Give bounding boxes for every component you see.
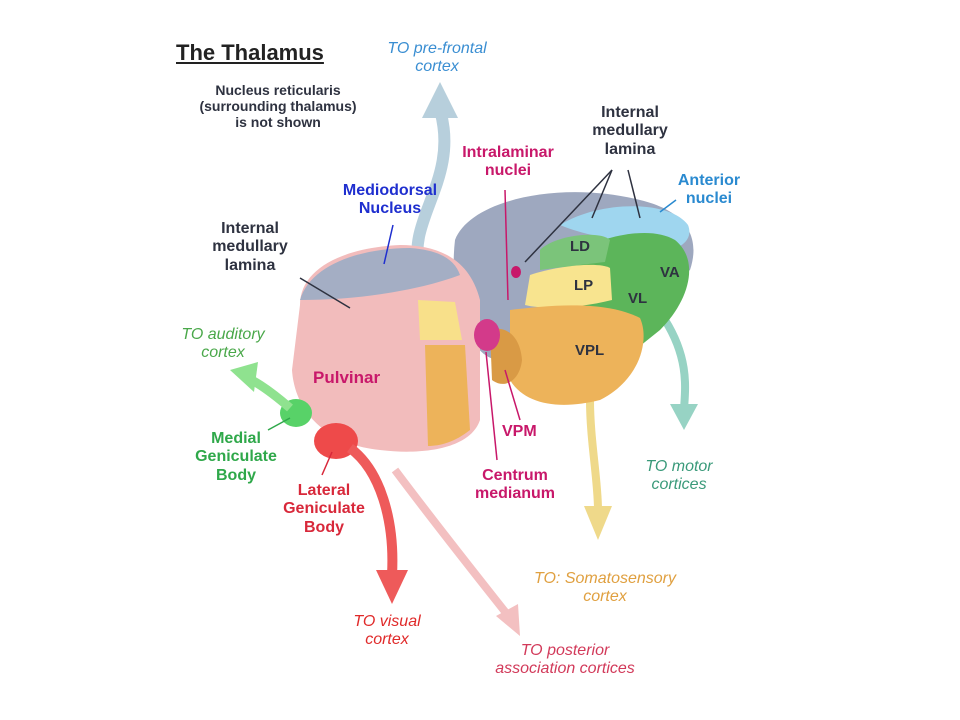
label-vpl: VPL — [575, 342, 605, 359]
lp-shape — [525, 264, 612, 308]
projection-posterior: TO posterior association cortices — [465, 642, 665, 679]
visual-arrow — [346, 443, 398, 576]
label-mediodorsal-line-1: Mediodorsal — [342, 182, 438, 199]
projection-motor: TO motor cortices — [624, 458, 734, 495]
label-medial-geniculate-line-3: Body — [216, 466, 256, 484]
note-block: Nucleus reticularis (surrounding thalamu… — [178, 82, 378, 130]
projection-auditory: TO auditory cortex — [168, 326, 278, 363]
projection-prefrontal-line-1: TO pre-frontal — [387, 40, 487, 57]
label-internal-lamina-right-line-1: Internal — [601, 104, 659, 121]
projection-prefrontal-line-2: cortex — [415, 58, 459, 76]
label-medial-geniculate: Medial Geniculate Body — [176, 430, 296, 485]
label-lateral-geniculate: Lateral Geniculate Body — [264, 482, 384, 537]
label-internal-lamina-right: Internal medullary lamina — [580, 104, 680, 159]
somatosensory-arrowhead — [584, 506, 612, 540]
projection-prefrontal: TO pre-frontal cortex — [362, 40, 512, 77]
visual-arrowhead — [376, 570, 408, 604]
label-ld: LD — [570, 238, 590, 255]
projection-motor-line-1: TO motor — [645, 458, 713, 475]
label-anterior-line-1: Anterior — [677, 172, 741, 189]
label-internal-lamina-right-line-3: lamina — [604, 140, 656, 158]
projection-somatosensory-line-2: cortex — [583, 588, 627, 606]
label-internal-lamina-left-line-3: lamina — [224, 256, 276, 274]
leader-internal-left — [299, 277, 351, 309]
leader-mediodorsal — [383, 224, 394, 265]
projection-posterior-line-1: TO posterior — [520, 642, 610, 659]
label-mediodorsal-line-2: Nucleus — [358, 200, 422, 218]
lateral-geniculate-blob — [314, 423, 358, 459]
leader-centrum — [485, 351, 498, 461]
label-vpm: VPM — [502, 423, 537, 440]
label-centrum: Centrum medianum — [460, 467, 570, 504]
pulvinar-orange-strip — [425, 345, 470, 446]
label-pulvinar: Pulvinar — [313, 368, 381, 387]
posterior-arrow — [391, 467, 514, 621]
label-anterior-line-2: nuclei — [685, 190, 733, 208]
leader-anterior — [659, 199, 677, 213]
note-line-2: (surrounding thalamus) — [199, 98, 357, 115]
ld-shape — [540, 234, 610, 270]
leader-lateral-gen — [321, 451, 333, 476]
motor-arrow — [661, 317, 690, 411]
leader-medial-gen — [267, 417, 291, 431]
vpl-shape — [510, 305, 644, 405]
somatosensory-arrow — [586, 399, 602, 511]
prefrontal-arrowhead — [422, 82, 458, 118]
projection-auditory-line-2: cortex — [201, 344, 245, 362]
leader-intralaminar — [504, 189, 509, 301]
projection-visual-line-2: cortex — [365, 631, 409, 649]
label-lateral-geniculate-line-1: Lateral — [297, 482, 351, 499]
label-lateral-geniculate-line-3: Body — [304, 518, 344, 536]
label-internal-lamina-left-line-2: medullary — [212, 238, 288, 256]
label-intralaminar: Intralaminar nuclei — [448, 144, 568, 181]
note-line-3: is not shown — [235, 114, 321, 131]
leader-internal-right-3 — [627, 169, 641, 219]
label-medial-geniculate-line-1: Medial — [211, 430, 261, 447]
motor-arrowhead — [670, 404, 698, 430]
label-lateral-geniculate-line-2: Geniculate — [283, 500, 365, 518]
note-line-1: Nucleus reticularis — [215, 82, 341, 98]
leader-internal-right-2 — [591, 169, 613, 219]
projection-motor-line-2: cortices — [651, 476, 707, 494]
label-internal-lamina-right-line-2: medullary — [592, 122, 668, 140]
label-centrum-line-2: medianum — [474, 485, 555, 503]
projection-auditory-line-1: TO auditory — [181, 326, 265, 343]
label-internal-lamina-left-line-1: Internal — [221, 220, 279, 237]
label-vl: VL — [628, 290, 648, 307]
diagram-title: The Thalamus — [176, 40, 324, 65]
label-lp: LP — [574, 277, 594, 294]
leader-vpm — [504, 369, 521, 421]
intralaminar-dot — [511, 266, 521, 278]
leader-internal-right-1 — [524, 169, 613, 263]
projection-somatosensory: TO: Somatosensory cortex — [505, 570, 705, 607]
projection-somatosensory-line-1: TO: Somatosensory — [534, 570, 676, 587]
label-va: VA — [660, 264, 680, 281]
auditory-arrowhead — [230, 362, 258, 392]
mediodorsal-cap — [300, 248, 460, 300]
label-intralaminar-line-2: nuclei — [484, 162, 532, 180]
label-intralaminar-line-1: Intralaminar — [462, 144, 554, 161]
label-internal-lamina-left: Internal medullary lamina — [200, 220, 300, 275]
projection-visual: TO visual cortex — [332, 613, 442, 650]
label-medial-geniculate-line-2: Geniculate — [195, 448, 277, 466]
posterior-arrowhead — [496, 604, 520, 636]
label-mediodorsal: Mediodorsal Nucleus — [335, 182, 445, 219]
projection-posterior-line-2: association cortices — [495, 660, 635, 678]
label-centrum-line-1: Centrum — [482, 467, 548, 484]
pulvinar-yellow-strip — [418, 300, 462, 340]
centrum-medianum-blob — [474, 319, 500, 351]
label-anterior: Anterior nuclei — [664, 172, 754, 209]
projection-visual-line-1: TO visual — [353, 613, 421, 630]
